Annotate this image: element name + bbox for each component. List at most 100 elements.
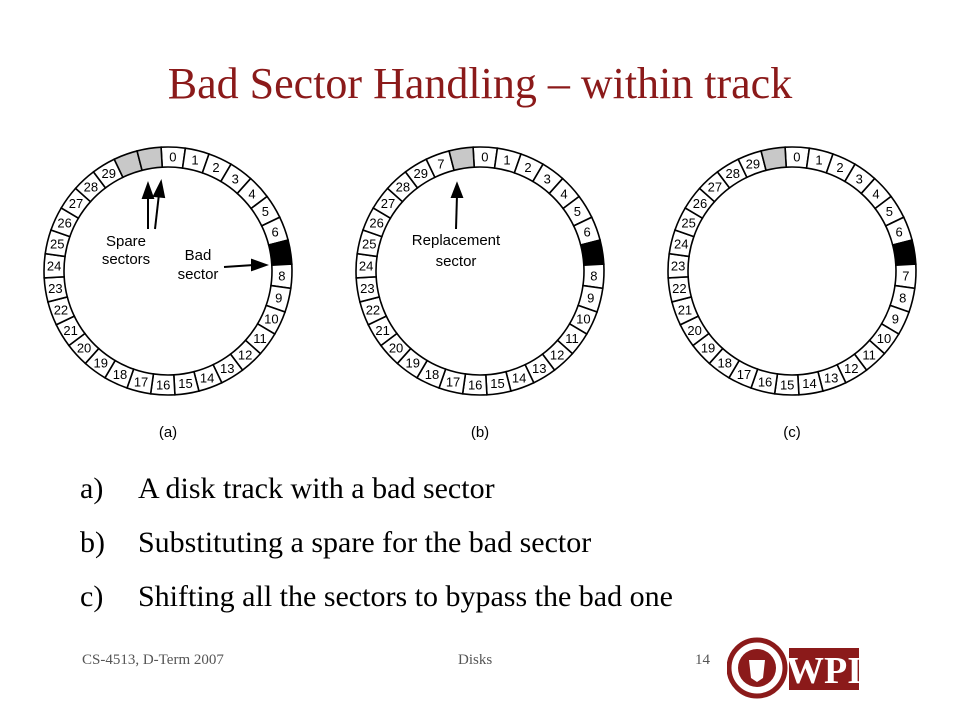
sector-number: 3 [232, 171, 239, 186]
sector-number: 28 [396, 180, 410, 195]
sector-number: 20 [77, 341, 91, 356]
sector-number: 17 [446, 374, 460, 389]
sector-number: 19 [701, 341, 715, 356]
list-marker: c) [80, 580, 104, 613]
sector-number: 0 [481, 150, 488, 165]
sector-number: 10 [576, 312, 590, 327]
sector-number: 23 [48, 281, 62, 296]
sector-number: 9 [275, 290, 282, 305]
sector-number: 13 [220, 361, 234, 376]
sector-number: 2 [524, 160, 531, 175]
list-item: a) A disk track with a bad sector [80, 472, 673, 526]
bad-label-line2: sector [178, 266, 219, 283]
bad-label-line1: Bad [185, 247, 212, 264]
sector-number: 12 [238, 347, 252, 362]
bad-sector [579, 239, 605, 267]
sector-number: 18 [113, 367, 127, 382]
wpi-wordmark: WPI [786, 650, 862, 692]
footer-course: CS-4513, D-Term 2007 [82, 652, 224, 668]
replacement-label-line2: sector [436, 253, 477, 270]
sector-number: 27 [69, 196, 83, 211]
replacement-sector-arrow [450, 181, 464, 230]
sector-number: 14 [512, 371, 526, 386]
slide-title: Bad Sector Handling – within track [167, 59, 793, 108]
sector-number: 23 [671, 259, 685, 274]
footer-page-number: 14 [695, 652, 710, 668]
sector-number: 24 [674, 237, 688, 252]
sector-number: 10 [264, 312, 278, 327]
sector-number: 23 [360, 281, 374, 296]
sector-number: 21 [678, 303, 692, 318]
sector-number: 16 [156, 377, 170, 392]
sector-number: 25 [50, 237, 64, 252]
sector-number: 22 [366, 303, 380, 318]
spare-sectors-arrows [141, 178, 166, 230]
sector-number: 5 [574, 204, 581, 219]
sector-number: 15 [780, 377, 794, 392]
caption-b: (b) [471, 424, 489, 441]
list-text: Shifting all the sectors to bypass the b… [138, 580, 673, 613]
sector-number: 11 [253, 331, 267, 346]
bad-sector-arrow [223, 258, 269, 272]
list-text: Substituting a spare for the bad sector [138, 526, 592, 559]
sector-number: 21 [375, 323, 389, 338]
sector-number: 29 [746, 156, 760, 171]
list-text: A disk track with a bad sector [138, 472, 495, 505]
wpi-shield-icon [749, 660, 765, 682]
sector-number: 2 [836, 160, 843, 175]
sector-number: 6 [583, 224, 590, 239]
sector-number: 3 [544, 171, 551, 186]
sector-number: 9 [892, 312, 899, 327]
sector-number: 1 [191, 153, 198, 168]
wpi-wordmark-bg [789, 648, 859, 690]
sector-number: 25 [362, 237, 376, 252]
sector-number: 24 [47, 259, 61, 274]
sector-number: 19 [93, 356, 107, 371]
sector-number: 22 [672, 281, 686, 296]
sector-number: 11 [565, 331, 579, 346]
spare-sector [136, 146, 164, 172]
sector-number: 5 [262, 204, 269, 219]
spare-sector [760, 146, 788, 172]
sector-number: 21 [63, 323, 77, 338]
sector-number: 9 [587, 290, 594, 305]
sector-number: 15 [178, 376, 192, 391]
sector-number: 8 [899, 290, 906, 305]
sector-number: 12 [844, 361, 858, 376]
sector-number: 7 [902, 268, 909, 283]
spare-label-line2: sectors [102, 251, 150, 268]
sector-number: 0 [793, 150, 800, 165]
sector-number: 27 [708, 180, 722, 195]
sector-number: 0 [169, 150, 176, 165]
sector-number: 20 [389, 341, 403, 356]
sector-number: 29 [413, 166, 427, 181]
sector-number: 26 [57, 215, 71, 230]
replacement-label-line1: Replacement [412, 232, 501, 249]
sector-number: 14 [200, 371, 214, 386]
sector-number: 20 [687, 323, 701, 338]
sector-number: 6 [895, 224, 902, 239]
caption-a: (a) [159, 424, 177, 441]
sector-number: 26 [693, 196, 707, 211]
sector-number: 5 [886, 204, 893, 219]
sector-number: 22 [54, 303, 68, 318]
sector-number: 28 [725, 166, 739, 181]
sector-number: 14 [802, 376, 816, 391]
sector-number: 1 [503, 153, 510, 168]
sector-number: 12 [550, 347, 564, 362]
sector-number: 8 [590, 268, 597, 283]
sector-number: 27 [381, 196, 395, 211]
sector-number: 13 [824, 371, 838, 386]
sector-number: 16 [758, 374, 772, 389]
sector-number: 2 [212, 160, 219, 175]
sector-number: 24 [359, 259, 373, 274]
sector-number: 29 [101, 166, 115, 181]
sector-number: 13 [532, 361, 546, 376]
list-marker: a) [80, 472, 104, 505]
spare-label-line1: Spare [106, 233, 146, 250]
sector-number: 3 [856, 171, 863, 186]
sector-number: 4 [872, 186, 879, 201]
